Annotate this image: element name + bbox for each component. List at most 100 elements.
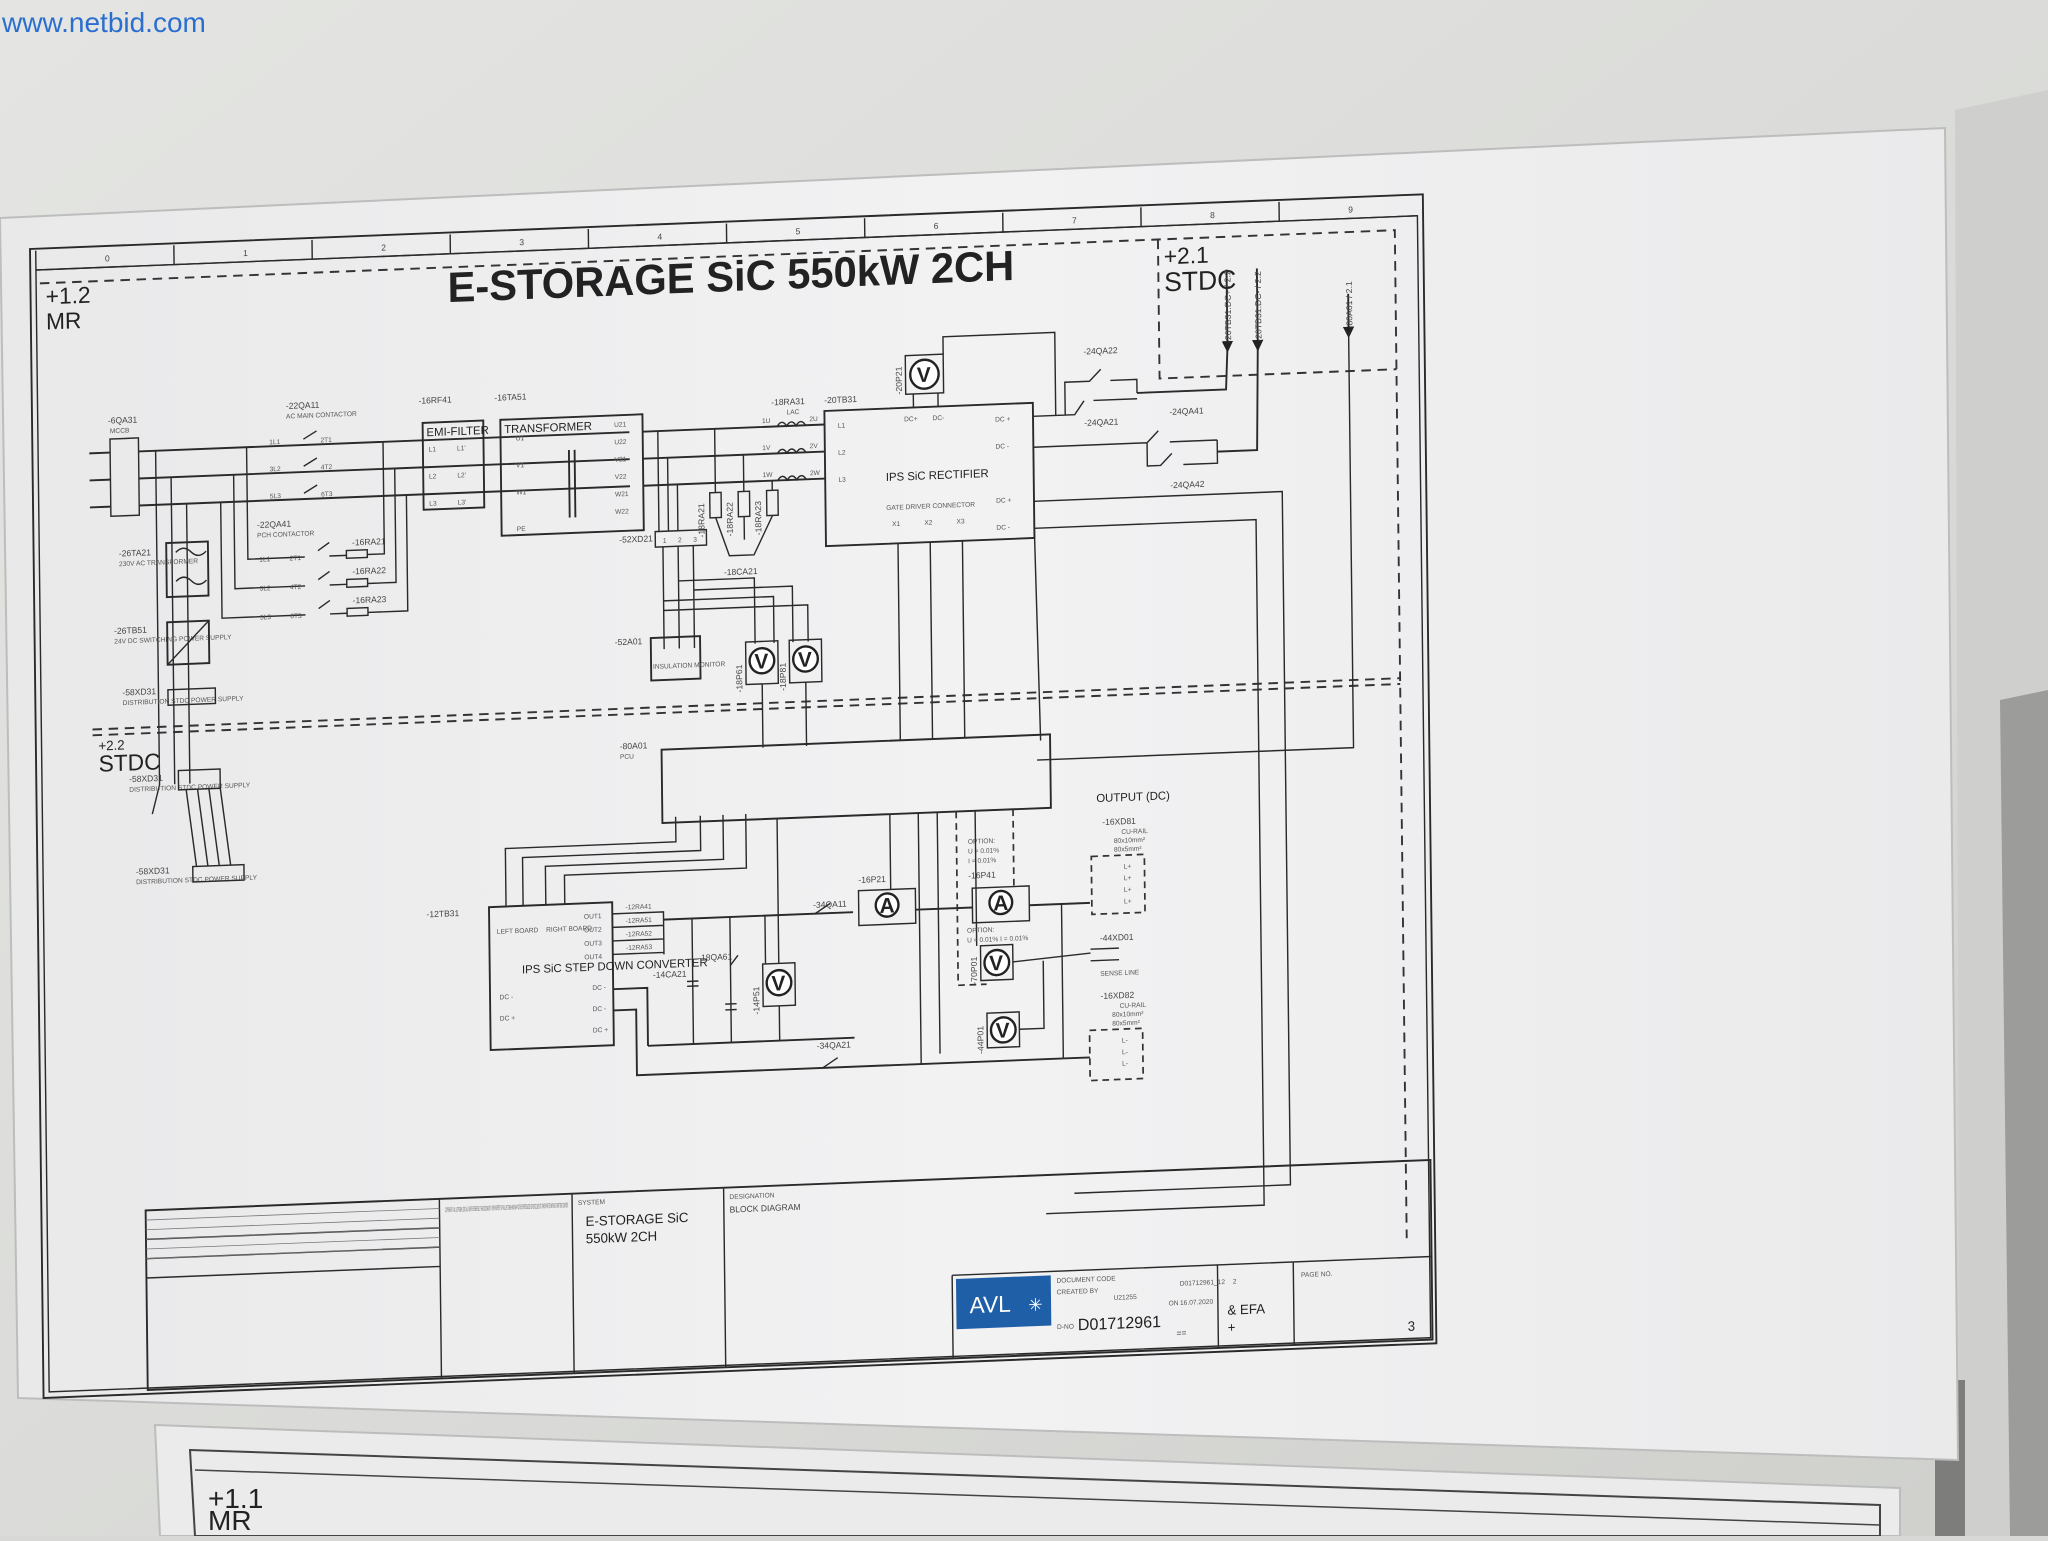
p51-tag: -14P51 [751,986,761,1015]
rect-pin-dcp1: DC + [995,416,1010,424]
watermark: www.netbid.com [1,7,206,38]
rect-pin-l2: L2 [838,450,846,457]
svg-text:5L3: 5L3 [270,493,281,501]
qa41-c2: 2T1 [290,555,302,563]
ra31-1w: 1W [763,472,774,479]
ra22-top-tag: -16RA22 [352,565,386,576]
output-dc-minus [1063,1057,1090,1058]
p61-tag: -18P61 [734,664,744,693]
rf41-pin-l3: L3 [429,500,437,507]
sheet-plus: + [1228,1320,1236,1335]
grid-column-label: 2 [381,242,386,252]
ends-symbol: == [1176,1328,1186,1338]
svg-text:V21: V21 [614,456,626,464]
grid-column-label: 5 [796,226,801,236]
ta51-pin-v1: V1 [516,462,524,469]
p41-16-opt2: I = 0.01% [968,857,996,865]
p01-70-tag: -70P01 [969,956,979,985]
svg-text:OUT1: OUT1 [584,913,602,921]
qa41-c1: 1L1 [259,556,270,564]
qa41-c5: 5L3 [260,614,271,622]
ta21-tag: -26TA21 [119,547,151,558]
tb31-tag: -20TB31 [824,394,857,405]
grid-column-label: 8 [1210,210,1215,220]
ca21-tag: -18CA21 [724,566,758,577]
svg-text:L+: L+ [1124,875,1132,882]
ta51-tag: -16TA51 [494,391,526,402]
svg-text:V22: V22 [615,474,627,482]
p01-44-glyph: V [996,1019,1010,1043]
svg-text:U21: U21 [614,421,627,429]
svg-text:-12RA52: -12RA52 [626,930,652,938]
qa31-desc: MCCB [110,427,130,435]
grid-column-label: 0 [105,253,110,263]
p01-70-glyph: V [989,952,1003,976]
svg-text:DC +: DC + [500,1015,515,1023]
ta51-pin-w1: W1 [516,489,526,496]
xd82-desc0: CU-RAIL [1120,1002,1147,1010]
ra31-2u: 2U [809,416,818,423]
qa11-tag: -22QA11 [286,400,320,411]
p41-16-opt0: OPTION: [968,838,995,846]
date-value: 16.07.2020 [1180,1299,1214,1307]
avl-logo-icon: ✳ [1028,1294,1043,1315]
p81-tag: -18P81 [778,662,788,691]
qa21-top-tag: -24QA21 [1084,416,1118,427]
xd21-pin3: 3 [693,537,697,544]
qa31-tag: -6QA31 [108,414,138,425]
xd31-b-tag: -58XD31 [129,773,163,784]
pcu-name: PCU [620,753,634,761]
xd82-desc1: 80x10mm² [1112,1011,1144,1019]
svg-text:4T2: 4T2 [321,464,333,472]
p41-16-glyph: A [993,892,1008,916]
p21-16-glyph: A [879,894,894,918]
rf41-pin-l2: L2 [429,473,437,480]
svg-text:-12RA53: -12RA53 [626,944,652,952]
ra22b-tag: -18RA22 [725,502,735,537]
ra31-2w: 2W [810,470,821,477]
area-mr-name: MR [46,307,82,335]
svg-text:1L1: 1L1 [269,439,280,447]
svg-text:L+: L+ [1124,863,1132,870]
rect-pin-l3: L3 [838,477,846,484]
svg-text:-12RA51: -12RA51 [626,917,652,925]
ra21b-tag: -18RA21 [696,503,706,538]
xd81-desc2: 80x5mm² [1114,846,1142,854]
ra31-2v: 2V [810,443,819,450]
p01-44-tag: -44P01 [975,1026,985,1055]
qa41-c4: 4T2 [290,584,302,592]
a01-ref: -80A01 / 2.1 [1344,281,1354,329]
p21-top-dcp: DC+ [904,416,918,424]
tb31-12-tag: -12TB31 [426,908,459,919]
created-by-value: U21255 [1114,1294,1138,1302]
qa61-tag: -18QA61 [698,951,732,962]
qa21-34-tag: -34QA21 [817,1039,851,1050]
p01-70-opt0: OPTION: [967,927,994,935]
xd21-tag: -52XD21 [619,533,653,544]
svg-text:L-: L- [1122,1061,1128,1068]
svg-text:2T1: 2T1 [320,437,332,445]
xd82-desc2: 80x5mm² [1112,1019,1140,1027]
qa41b-tag: -24QA41 [1169,405,1203,416]
rf41-tag: -16RF41 [418,394,451,405]
svg-text:DC -: DC - [592,984,606,992]
grid-column-label: 6 [934,221,939,231]
rect-pin-x2: X2 [924,520,932,527]
ra21-top-tag: -16RA21 [352,536,386,547]
svg-text:L+: L+ [1124,887,1132,894]
system-label: SYSTEM [578,1199,606,1207]
svg-text:U22: U22 [614,439,627,447]
tb31-dcp-ref: -20TB31:DC+ / 2.2 [1222,270,1233,343]
xd81-desc0: CU-RAIL [1121,828,1148,836]
avl-logo-text: AVL [969,1290,1011,1318]
xd01-tag: -44XD01 [1100,932,1134,943]
rect-pin-x3: X3 [956,518,964,525]
rect-pin-dcm2: DC - [996,524,1010,532]
xd31-a-tag: -58XD31 [122,686,156,697]
svg-text:DC -: DC - [499,994,513,1002]
qa41-tag: -22QA41 [257,519,291,530]
tb31-dcm-ref: -20TB31:DC- / 2.2 [1253,271,1264,342]
p51-glyph: V [771,972,785,996]
p21-top-tag: -20P21 [894,366,904,395]
ra23-top-tag: -16RA23 [353,594,387,605]
